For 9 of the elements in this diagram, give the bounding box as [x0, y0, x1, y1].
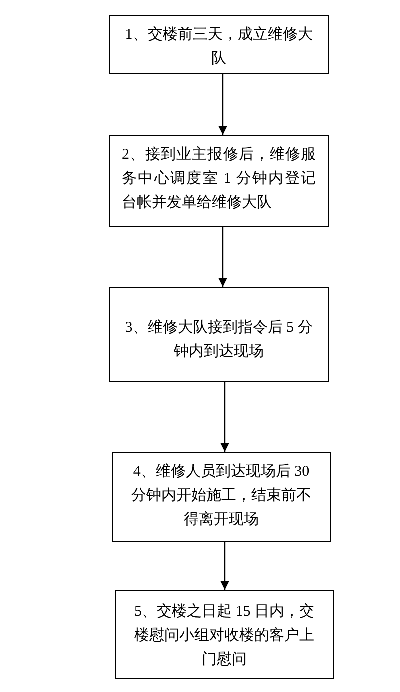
arrow [218, 74, 228, 135]
process-box: 2、接到业主报修后，维修服务中心调度室 1 分钟内登记台帐并发单给维修大队 [109, 135, 329, 227]
arrow [220, 382, 230, 452]
process-box: 5、交楼之日起 15 日内，交楼慰问小组对收楼的客户上门慰问 [115, 590, 334, 679]
process-box: 4、维修人员到达现场后 30 分钟内开始施工，结束前不得离开现场 [112, 452, 331, 542]
process-box: 3、维修大队接到指令后 5 分钟内到达现场 [109, 287, 329, 382]
process-box: 1、交楼前三天，成立维修大队 [109, 15, 329, 74]
arrow [218, 227, 228, 287]
arrow [220, 542, 230, 590]
